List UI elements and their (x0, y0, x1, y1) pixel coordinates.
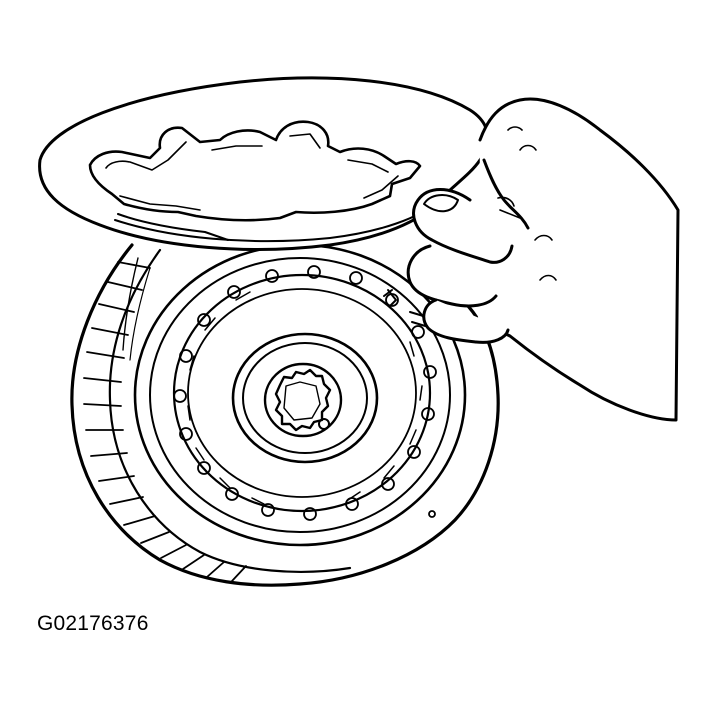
index-finger (412, 188, 514, 264)
clutch-plate (38, 76, 490, 251)
housing-ring-4 (187, 288, 417, 498)
spring-retainer (187, 291, 423, 505)
plate-tab-left (117, 213, 229, 241)
drum-hole (428, 510, 436, 518)
plate-opening-inner (105, 133, 399, 211)
drum-splines (83, 257, 247, 582)
hub-outer (231, 332, 379, 464)
drum-outer-shell (70, 243, 500, 587)
plate-thickness (114, 199, 441, 243)
knuckle-creases (497, 126, 557, 281)
plate-lugged-opening (88, 120, 422, 222)
oil-hole (318, 418, 330, 430)
drum-inner-shell (108, 248, 352, 573)
hand (406, 97, 680, 422)
middle-finger (406, 244, 498, 308)
hub-middle (242, 342, 368, 454)
plate-outer-edge (38, 76, 490, 251)
spline-bore (274, 368, 332, 432)
ring-finger (422, 298, 510, 344)
return-springs (173, 265, 437, 521)
hand-outline (476, 97, 680, 422)
index-fingernail (423, 194, 459, 213)
hub-collar (263, 362, 343, 438)
figure-id-label: G02176376 (37, 612, 149, 635)
housing-ring-2 (149, 257, 451, 533)
housing-ring-3 (172, 273, 432, 513)
thumb (482, 158, 530, 230)
